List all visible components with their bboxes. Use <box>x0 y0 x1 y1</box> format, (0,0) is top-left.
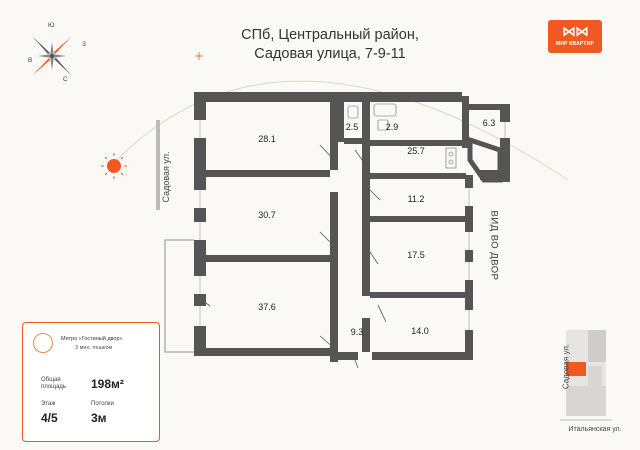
mini-map-street-vertical: Садовая ул. <box>561 343 571 390</box>
bay-wall <box>467 136 503 183</box>
room-area: 9.3 <box>350 327 364 337</box>
room-area: 17.5 <box>407 250 425 260</box>
compass-icon <box>32 36 72 76</box>
ceiling-value: 3м <box>91 411 107 425</box>
mini-map-street-horizontal: Итальянская ул. <box>568 426 622 433</box>
sun-icon <box>101 153 127 179</box>
metro-name: Метро «Гостиный двор» <box>61 336 123 342</box>
room-area: 11.2 <box>407 194 425 204</box>
walls <box>194 92 510 362</box>
area-label-line-2: площадь <box>41 384 67 390</box>
room-area: 37.6 <box>258 302 276 312</box>
info-card: Метро «Гостиный двор» 3 мин. пешком Обща… <box>22 322 160 442</box>
room-area: 28.1 <box>258 134 276 144</box>
ceiling-label: Потолки <box>91 401 114 407</box>
area-label: Общая площадь <box>41 377 66 391</box>
logo-mark-icon: ⋈⋈ <box>562 23 589 39</box>
room-area: 14.0 <box>411 326 429 336</box>
balcony-outline <box>164 239 196 353</box>
logo-text: МИР КВАРТИР <box>556 41 594 47</box>
address-line-2: Садовая улица, 7-9-11 <box>254 46 406 62</box>
floor-value: 4/5 <box>41 411 58 425</box>
address-line-1: СПб, Центральный район, <box>241 27 419 43</box>
street-label-sadovaya: Садовая ул. <box>161 151 171 203</box>
window-lines <box>199 120 506 330</box>
area-value: 198м² <box>91 377 124 391</box>
metro-icon <box>33 333 53 353</box>
room-area: 25.7 <box>407 146 425 156</box>
door-swings <box>193 144 387 369</box>
brand-logo: ⋈⋈ МИР КВАРТИР <box>548 20 602 53</box>
compass-west-label: В <box>28 57 33 64</box>
windows <box>194 120 510 360</box>
metro-walk-time: 3 мин. пешком <box>75 345 113 351</box>
area-label-line-1: Общая <box>41 377 61 383</box>
yard-view-label: ВИД ВО ДВОР <box>488 210 500 281</box>
floor-label: Этаж <box>41 401 56 407</box>
compass-east-label: З <box>82 41 86 48</box>
bath-fixtures <box>347 103 457 169</box>
moon-icon <box>570 178 579 196</box>
sparkle-icon <box>195 52 203 60</box>
compass-north-label: Ю <box>48 22 55 29</box>
room-area: 2.5 <box>345 122 359 132</box>
room-area: 6.3 <box>482 118 496 128</box>
room-area: 30.7 <box>258 210 276 220</box>
room-area: 2.9 <box>385 122 399 132</box>
sun-path <box>111 80 569 181</box>
compass-south-label: С <box>63 76 68 83</box>
mini-map <box>560 330 612 421</box>
page-title: СПб, Центральный район, Садовая улица, 7… <box>190 26 470 64</box>
